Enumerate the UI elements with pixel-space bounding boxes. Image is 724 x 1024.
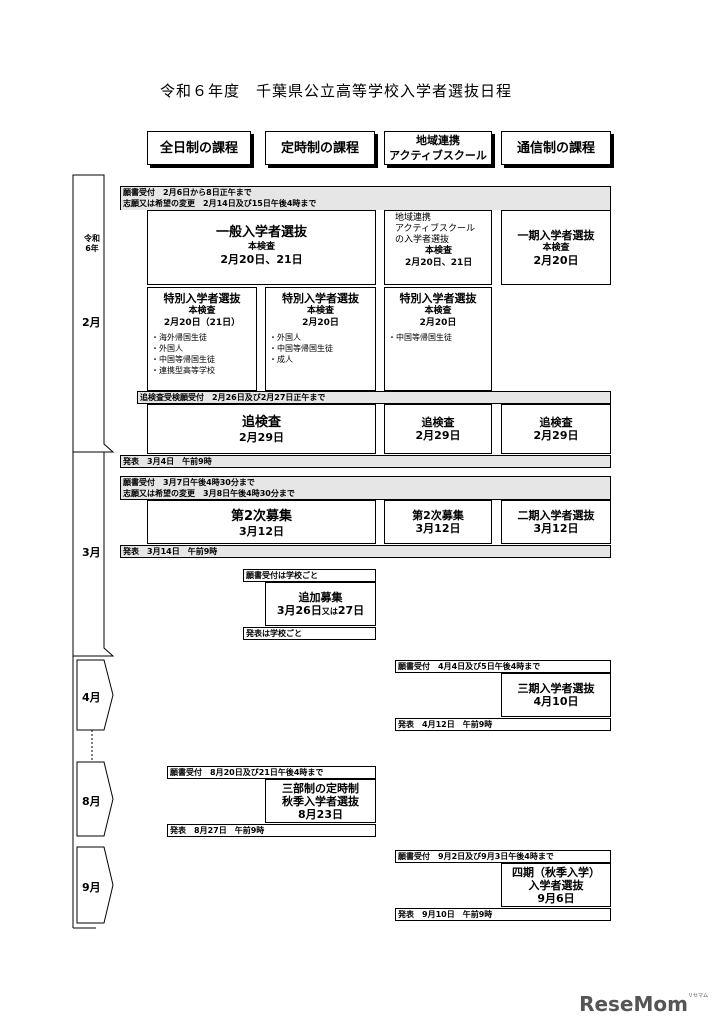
aug-announce-bar: 発表 8月27日 午前9時 [167, 824, 376, 837]
month-sep: 9月 [82, 881, 101, 894]
month-mar: 3月 [82, 546, 101, 559]
extra-application-bar: 願書受付は学校ごと [243, 569, 376, 582]
mar-second-chiiki-box: 第2次募集 3月12日 [384, 500, 492, 544]
sep-tsushin4-box: 四期（秋季入学） 入学者選抜 9月6日 [501, 863, 611, 907]
feb-general-box: 一般入学者選抜 本検査 2月20日、21日 [147, 210, 376, 285]
apr-announce-bar: 発表 4月12日 午前9時 [395, 718, 611, 731]
header-zennichi: 全日制の課程 [147, 131, 251, 165]
sep-announce-bar: 発表 9月10日 午前9時 [395, 908, 611, 921]
feb-special-zennichi-box: 特別入学者選抜 本検査 2月20日（21日） ・海外帰国生徒 ・外国人 ・中国等… [147, 287, 257, 391]
month-aug: 8月 [82, 795, 101, 808]
makeup-zennichi-teiji-box: 追検査 2月29日 [147, 404, 376, 454]
makeup-tsushin-box: 追検査 2月29日 [501, 404, 611, 454]
extra-recruit-box: 追加募集 3月26日又は27日 [265, 582, 376, 626]
month-feb: 2月 [82, 316, 101, 329]
page-title: 令和６年度 千葉県公立高等学校入学者選抜日程 [160, 82, 513, 100]
feb-application-bar: 願書受付 2月6日から8日正午まで 志願又は希望の変更 2月14日及び15日午後… [120, 186, 611, 210]
mar-application-bar: 願書受付 3月7日午後4時30分まで 志願又は希望の変更 3月8日午後4時30分… [120, 476, 611, 500]
special-teiji-list: ・外国人 ・中国等帰国生徒 ・成人 [269, 333, 333, 364]
extra-announce-bar: 発表は学校ごと [243, 627, 376, 640]
mar-announce-bar: 発表 3月14日 午前9時 [120, 545, 611, 558]
special-chiiki-list: ・中国等帰国生徒 [388, 333, 452, 342]
header-chiiki: 地域連携 アクティブスクール [384, 131, 492, 165]
month-apr: 4月 [82, 691, 101, 704]
feb-special-teiji-box: 特別入学者選抜 本検査 2月20日 ・外国人 ・中国等帰国生徒 ・成人 [265, 287, 376, 391]
feb-special-chiiki-box: 特別入学者選抜 本検査 2月20日 ・中国等帰国生徒 [384, 287, 492, 391]
aug-autumn-box: 三部制の定時制 秋季入学者選抜 8月23日 [265, 779, 376, 823]
era-label: 令和 6年 [84, 234, 100, 253]
feb-makeup-application-bar: 追検査受検願受付 2月26日及び2月27日正午まで [137, 391, 611, 404]
header-teiji: 定時制の課程 [265, 131, 375, 165]
apr-tsushin3-box: 三期入学者選抜 4月10日 [501, 673, 611, 717]
mar-tsushin2-box: 二期入学者選抜 3月12日 [501, 500, 611, 544]
feb-chiiki-box: 地域連携 アクティブスクール の入学者選抜 本検査 2月20日、21日 [384, 210, 492, 285]
resemom-logo: ReseMomリセマム [579, 992, 708, 1016]
mar-second-box: 第2次募集 3月12日 [147, 500, 376, 544]
special-zennichi-list: ・海外帰国生徒 ・外国人 ・中国等帰国生徒 ・連携型高等学校 [151, 333, 215, 375]
feb-announce-bar: 発表 3月4日 午前9時 [120, 455, 611, 468]
aug-application-bar: 願書受付 8月20日及び21日午後4時まで [167, 766, 376, 779]
makeup-chiiki-box: 追検査 2月29日 [384, 404, 492, 454]
header-tsushin: 通信制の課程 [501, 131, 611, 165]
apr-application-bar: 願書受付 4月4日及び5日午後4時まで [395, 660, 611, 673]
feb-tsushin1-box: 一期入学者選抜 本検査 2月20日 [501, 210, 611, 285]
sep-application-bar: 願書受付 9月2日及び9月3日午後4時まで [395, 850, 611, 863]
